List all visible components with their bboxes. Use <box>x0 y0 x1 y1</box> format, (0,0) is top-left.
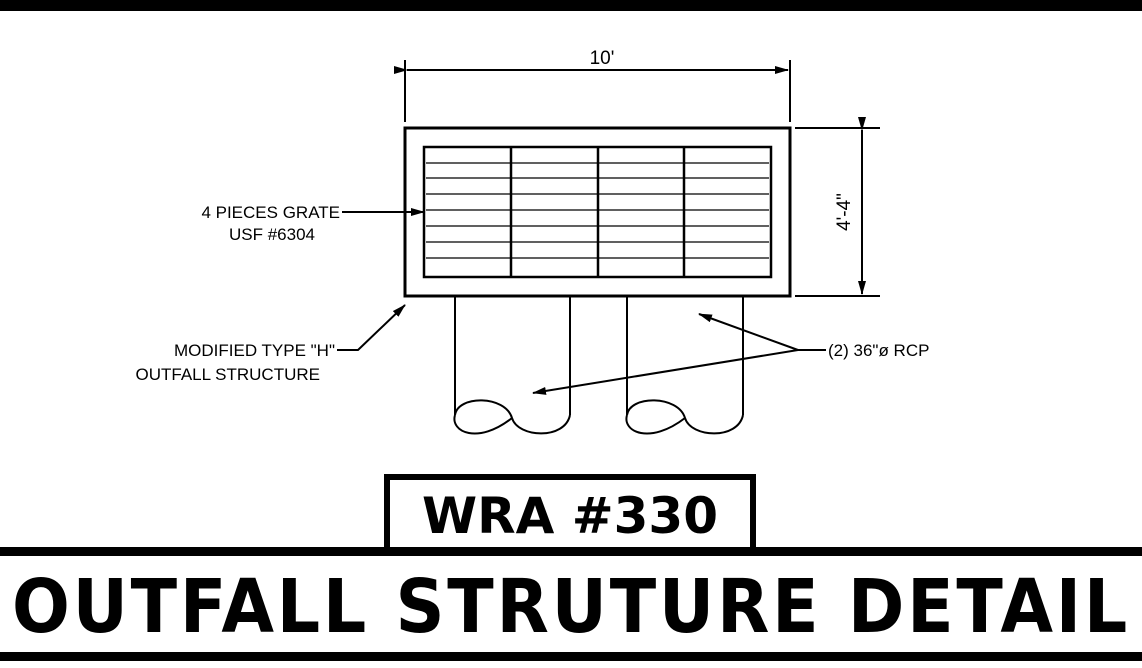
pipe-callout-label: (2) 36"ø RCP <box>828 341 929 360</box>
rcp-pipe-right <box>625 297 744 435</box>
tag-box: WRA #330 <box>384 474 756 553</box>
structure-callout-line1: MODIFIED TYPE "H" <box>174 341 335 360</box>
height-dimension: 4'-4" <box>795 117 880 297</box>
pipe-callout: (2) 36"ø RCP <box>532 313 929 395</box>
grate-callout-line2: USF #6304 <box>229 225 315 244</box>
drawing-title: OUTFALL STRUTURE DETAIL <box>12 564 1130 650</box>
rcp-pipe-left <box>453 297 571 435</box>
grate <box>422 145 773 279</box>
height-dimension-label: 4'-4" <box>834 193 855 231</box>
top-border <box>0 0 1142 11</box>
width-dimension: 10' <box>394 48 791 122</box>
structure-callout: MODIFIED TYPE "H" OUTFALL STRUCTURE <box>135 304 406 384</box>
grate-callout: 4 PIECES GRATE USF #6304 <box>201 203 425 244</box>
structure-callout-line2: OUTFALL STRUCTURE <box>135 365 320 384</box>
title-block: OUTFALL STRUTURE DETAIL <box>0 547 1142 661</box>
tag-label: WRA #330 <box>422 487 718 545</box>
grate-callout-line1: 4 PIECES GRATE <box>201 203 340 222</box>
width-dimension-label: 10' <box>590 48 615 69</box>
